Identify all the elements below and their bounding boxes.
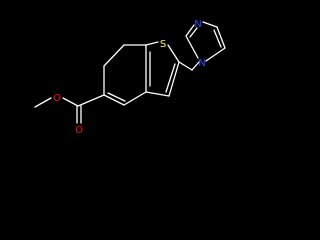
bond-c7a-s <box>145 41 159 46</box>
bond-c5im-c4im-double <box>213 29 222 48</box>
bond-s-c2 <box>167 44 180 63</box>
bond-c4-c3a <box>123 91 147 106</box>
nitrogen-atom-label: N <box>194 19 201 30</box>
bond-c2im-n1 <box>185 35 199 59</box>
bond-n3-c2im <box>185 24 195 37</box>
oxygen-atom-label: O <box>75 125 83 136</box>
bond-c5im-c4im <box>216 26 226 49</box>
oxygen-atom-label: O <box>53 93 61 104</box>
sulfur-atom-label: S <box>160 39 166 50</box>
bond-n3-c2im-double <box>189 27 198 38</box>
bond-n1-c5im <box>205 47 226 62</box>
bond-c5-ccarbonyl <box>77 94 105 107</box>
bond-c2-c3 <box>168 61 180 97</box>
bond-c2-c3-double <box>165 63 176 93</box>
bond-c5-c4-double <box>107 92 126 102</box>
molecule-drawing: S N N O O <box>34 19 226 136</box>
bond-c2-ch2 <box>178 61 193 71</box>
bond-oester-methyl <box>34 97 52 108</box>
nitrogen-atom-label: N <box>198 58 205 69</box>
bond-c7-c6 <box>103 44 125 67</box>
bond-ch2-n1 <box>191 61 200 71</box>
structure-canvas: S N N O O <box>0 0 259 145</box>
bond-ccarbonyl-oester <box>62 97 79 107</box>
bond-c5-c4 <box>103 94 125 106</box>
bond-c4im-n3 <box>202 21 218 28</box>
bond-c3-c3a <box>145 91 170 97</box>
